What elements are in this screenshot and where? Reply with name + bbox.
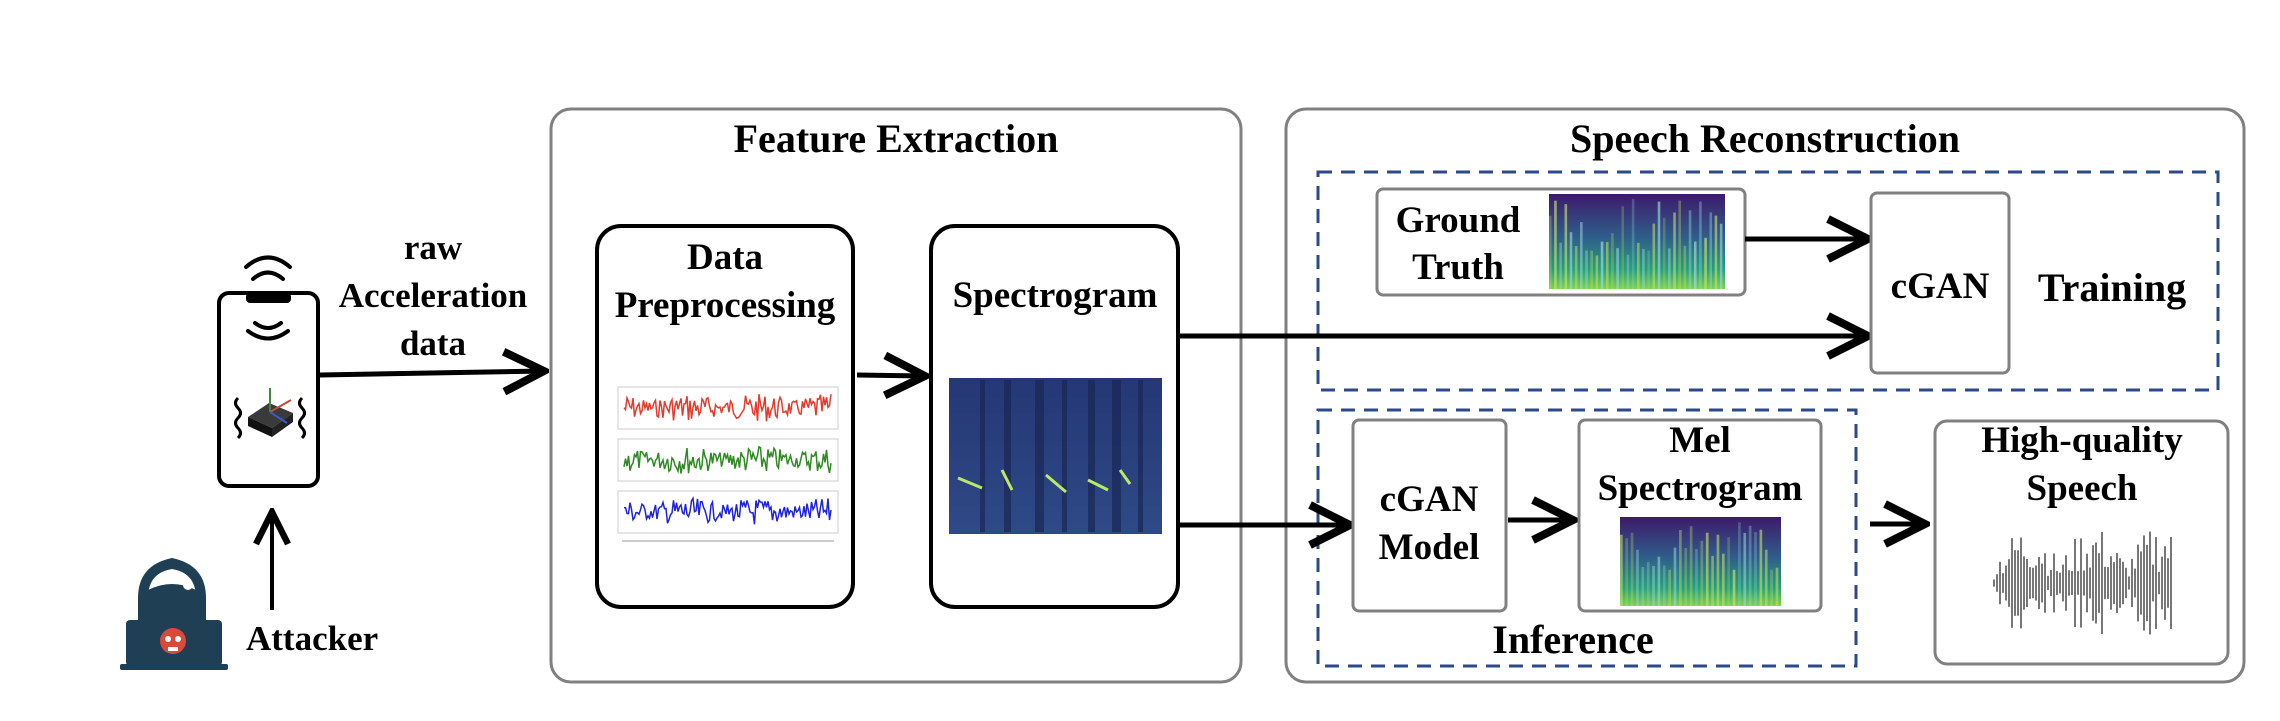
preprocessing-label-line2: Preprocessing bbox=[615, 285, 836, 326]
signal-label-line3: data bbox=[400, 324, 466, 363]
output-label-line1: High-quality bbox=[1981, 420, 2183, 461]
acceleration-plot bbox=[617, 386, 839, 542]
cgan-model-box bbox=[1351, 418, 1508, 613]
cgan-label: cGAN bbox=[1891, 266, 1990, 307]
signal-label-line2: Acceleration bbox=[339, 276, 528, 315]
sound-wave-icon bbox=[1993, 531, 2172, 635]
spectrogram-label: Spectrogram bbox=[953, 275, 1158, 316]
smartphone-icon bbox=[217, 255, 320, 488]
accel-y-trace bbox=[623, 445, 832, 474]
arrow-preprocessing-to-spectrogram bbox=[856, 375, 925, 376]
arrow-phone-to-feature bbox=[319, 371, 544, 375]
attacker-label: Attacker bbox=[246, 619, 378, 658]
feature-extraction-panel bbox=[549, 107, 1243, 684]
signal-label-line1: raw bbox=[404, 228, 463, 267]
feature-extraction-title: Feature Extraction bbox=[734, 116, 1059, 161]
ground-truth-label-line1: Ground bbox=[1396, 200, 1521, 241]
hacker-icon bbox=[120, 558, 228, 670]
inference-label: Inference bbox=[1492, 617, 1653, 662]
mel-label-line2: Spectrogram bbox=[1598, 468, 1803, 509]
ground-truth-spectrogram bbox=[1549, 194, 1725, 289]
wifi-icon bbox=[244, 255, 292, 341]
preprocessing-label-line1: Data bbox=[687, 237, 763, 278]
accel-x-trace bbox=[623, 394, 832, 422]
speech-reconstruction-panel bbox=[1284, 107, 2246, 684]
cgan-model-label-line2: Model bbox=[1379, 527, 1480, 568]
cgan-box bbox=[1869, 191, 2011, 375]
spectrogram-image bbox=[949, 378, 1162, 534]
accelerometer-chip-icon bbox=[234, 388, 306, 440]
training-group bbox=[1316, 170, 2220, 392]
training-label: Training bbox=[2038, 265, 2186, 310]
speech-reconstruction-title: Speech Reconstruction bbox=[1570, 116, 1960, 161]
mel-label-line1: Mel bbox=[1669, 420, 1731, 461]
ground-truth-label-line2: Truth bbox=[1412, 247, 1504, 288]
cgan-model-label-line1: cGAN bbox=[1380, 479, 1479, 520]
output-label-line2: Speech bbox=[2027, 468, 2138, 509]
accel-z-trace bbox=[623, 496, 832, 525]
mel-spectrogram-image bbox=[1620, 517, 1781, 606]
